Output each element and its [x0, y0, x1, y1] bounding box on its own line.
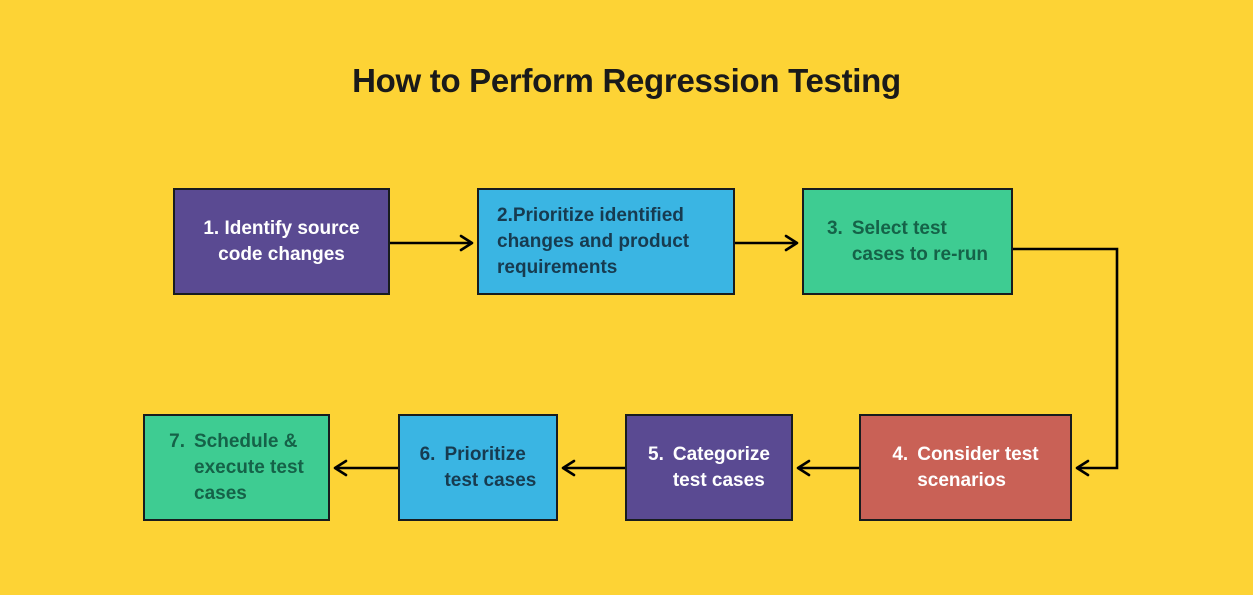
- step-text: Categorize test cases: [672, 443, 770, 491]
- step-box-6: 6. Prioritize test cases: [398, 414, 558, 521]
- step-text: Prioritize identified changes and produc…: [497, 204, 690, 278]
- step-label: 5. Categorize test cases: [648, 442, 770, 494]
- step-number: 6.: [419, 443, 436, 465]
- step-text: Consider test scenarios: [917, 443, 1039, 491]
- step-label: 3. Select test cases to re-run: [827, 216, 988, 268]
- step-label: 7. Schedule & execute test cases: [169, 429, 304, 507]
- step-text: Prioritize test cases: [444, 443, 537, 491]
- step-number: 5.: [648, 443, 664, 465]
- page-title: How to Perform Regression Testing: [352, 62, 901, 99]
- step-text: Schedule & execute test cases: [194, 430, 304, 504]
- step-label: 2.Prioritize identified changes and prod…: [497, 203, 689, 281]
- step-text: Identify source code changes: [218, 217, 360, 265]
- step-box-7: 7. Schedule & execute test cases: [143, 414, 330, 521]
- step-box-2: 2.Prioritize identified changes and prod…: [477, 188, 735, 295]
- step-label: 6. Prioritize test cases: [420, 442, 537, 494]
- step-label: 4. Consider test scenarios: [892, 442, 1038, 494]
- step-box-3: 3. Select test cases to re-run: [802, 188, 1013, 295]
- step-number: 3.: [826, 217, 843, 239]
- step-number: 2.: [497, 204, 513, 226]
- step-number: 4.: [892, 443, 909, 465]
- step-box-5: 5. Categorize test cases: [625, 414, 793, 521]
- step-box-1: 1. Identify source code changes: [173, 188, 390, 295]
- step-text: Select test cases to re-run: [851, 217, 989, 265]
- step-number: 1.: [203, 217, 220, 239]
- step-box-4: 4. Consider test scenarios: [859, 414, 1072, 521]
- step-number: 7.: [169, 430, 185, 452]
- step-label: 1. Identify source code changes: [183, 216, 380, 268]
